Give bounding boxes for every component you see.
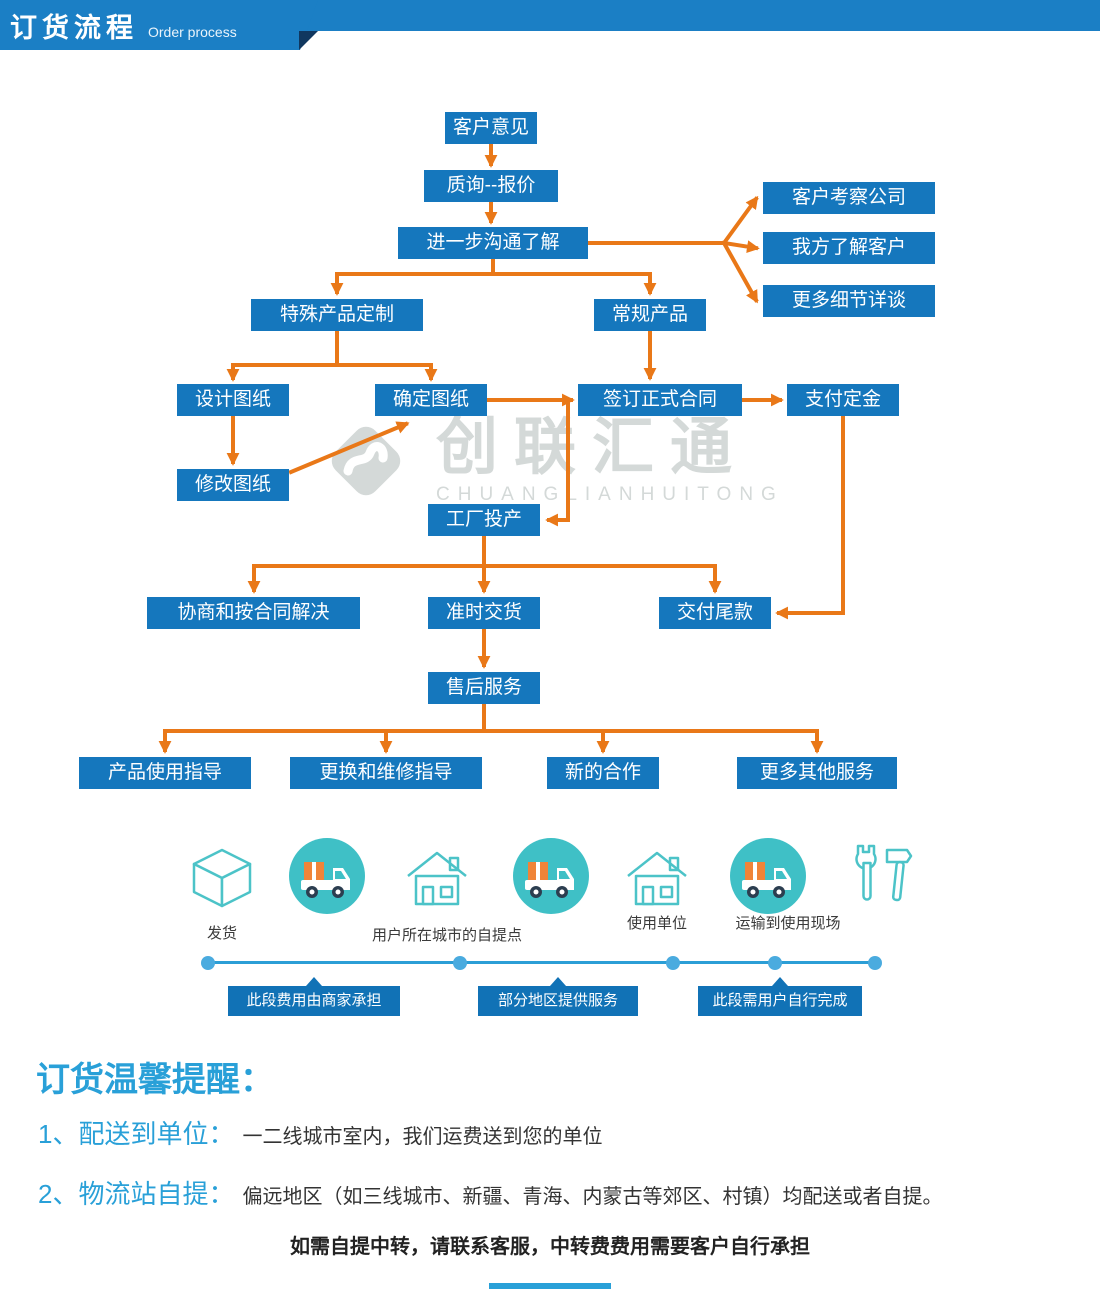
reminder-item: 1、 配送到单位： 一二线城市室内，我们运费送到您的单位	[38, 1114, 602, 1151]
reminder-title: 订货温馨提醒：	[36, 1061, 274, 1099]
flow-node-more-services: 更多其他服务	[737, 757, 897, 789]
reminder-item-text: 偏远地区（如三线城市、新疆、青海、内蒙古等郊区、村镇）均配送或者自提。	[242, 1186, 943, 1208]
flow-arrows	[158, 144, 845, 754]
page-title: 订货流程	[10, 12, 138, 43]
bottom-accent-bar	[489, 1283, 611, 1289]
header-banner: 订货流程 Order process	[0, 0, 1100, 52]
delivery-truck-icon	[728, 836, 808, 921]
timeline-flag: 此段费用由商家承担	[228, 977, 400, 1016]
flow-node-regular-product: 常规产品	[594, 299, 706, 331]
page-subtitle: Order process	[148, 24, 237, 40]
header-ribbon: 订货流程 Order process	[0, 0, 318, 50]
timeline-line	[208, 961, 875, 964]
flow-node-factory-production: 工厂投产	[428, 504, 540, 536]
timeline-dot	[453, 956, 467, 970]
reminder-item-label: 配送到单位：	[78, 1119, 235, 1149]
flow-node-new-cooperation: 新的合作	[547, 757, 659, 789]
flow-node-pay-balance: 交付尾款	[659, 597, 771, 629]
flow-node-pay-deposit: 支付定金	[787, 384, 899, 416]
flow-node-special-product: 特殊产品定制	[251, 299, 423, 331]
flow-node-we-know-client: 我方了解客户	[763, 232, 935, 264]
watermark: 创联汇通 CHUANGLIANHUITONG	[322, 415, 784, 506]
reminder-item-number: 1、	[38, 1119, 79, 1149]
delivery-truck-icon	[511, 836, 591, 921]
reminder-item-number: 2、	[38, 1179, 79, 1209]
flow-node-design-drawing: 设计图纸	[177, 384, 289, 416]
reminder-item-text: 一二线城市室内，我们运费送到您的单位	[242, 1126, 603, 1148]
house-icon	[404, 846, 470, 915]
watermark-en: CHUANGLIANHUITONG	[436, 484, 784, 506]
flow-node-customer-feedback: 客户意见	[445, 112, 537, 144]
timeline-flag: 部分地区提供服务	[478, 977, 638, 1016]
flow-node-client-visit-company: 客户考察公司	[763, 182, 935, 214]
watermark-text: 创联汇通 CHUANGLIANHUITONG	[436, 415, 784, 506]
flow-node-modify-drawing: 修改图纸	[177, 469, 289, 501]
flow-node-on-time-delivery: 准时交货	[428, 597, 540, 629]
label-use-unit: 使用单位	[626, 915, 687, 932]
watermark-cn: 创联汇通	[436, 413, 749, 482]
timeline-flag: 此段需用户自行完成	[698, 977, 862, 1016]
flow-node-sign-contract: 签订正式合同	[578, 384, 742, 416]
reminder-item-label: 物流站自提：	[78, 1179, 235, 1209]
timeline-dot	[201, 956, 215, 970]
reminder-footnote: 如需自提中转，请联系客服，中转费费用需要客户自行承担	[290, 1236, 810, 1258]
timeline-dot	[666, 956, 680, 970]
header-fold-accent	[299, 31, 318, 50]
reminder-item: 2、 物流站自提： 偏远地区（如三线城市、新疆、青海、内蒙古等郊区、村镇）均配送…	[38, 1174, 942, 1211]
tools-icon	[845, 840, 917, 917]
flow-node-inquiry-quotation: 质询--报价	[424, 170, 558, 202]
flow-node-replace-repair-guide: 更换和维修指导	[290, 757, 482, 789]
label-pickup-point: 用户所在城市的自提点	[371, 927, 522, 944]
label-shipping: 发货	[206, 925, 237, 942]
brand-logo-icon	[331, 426, 401, 495]
house-icon	[624, 846, 690, 915]
flow-node-negotiate-contract: 协商和按合同解决	[147, 597, 360, 629]
delivery-truck-icon	[287, 836, 367, 921]
flow-node-after-sales: 售后服务	[428, 672, 540, 704]
timeline-dot	[868, 956, 882, 970]
flow-node-further-communication: 进一步沟通了解	[398, 227, 588, 259]
flow-node-confirm-drawing: 确定图纸	[375, 384, 487, 416]
timeline-dot	[768, 956, 782, 970]
flow-node-more-details-talk: 更多细节详谈	[763, 285, 935, 317]
flow-node-usage-guide: 产品使用指导	[79, 757, 251, 789]
label-transport: 运输到使用现场	[735, 915, 841, 932]
shipping-box-icon	[186, 842, 258, 919]
